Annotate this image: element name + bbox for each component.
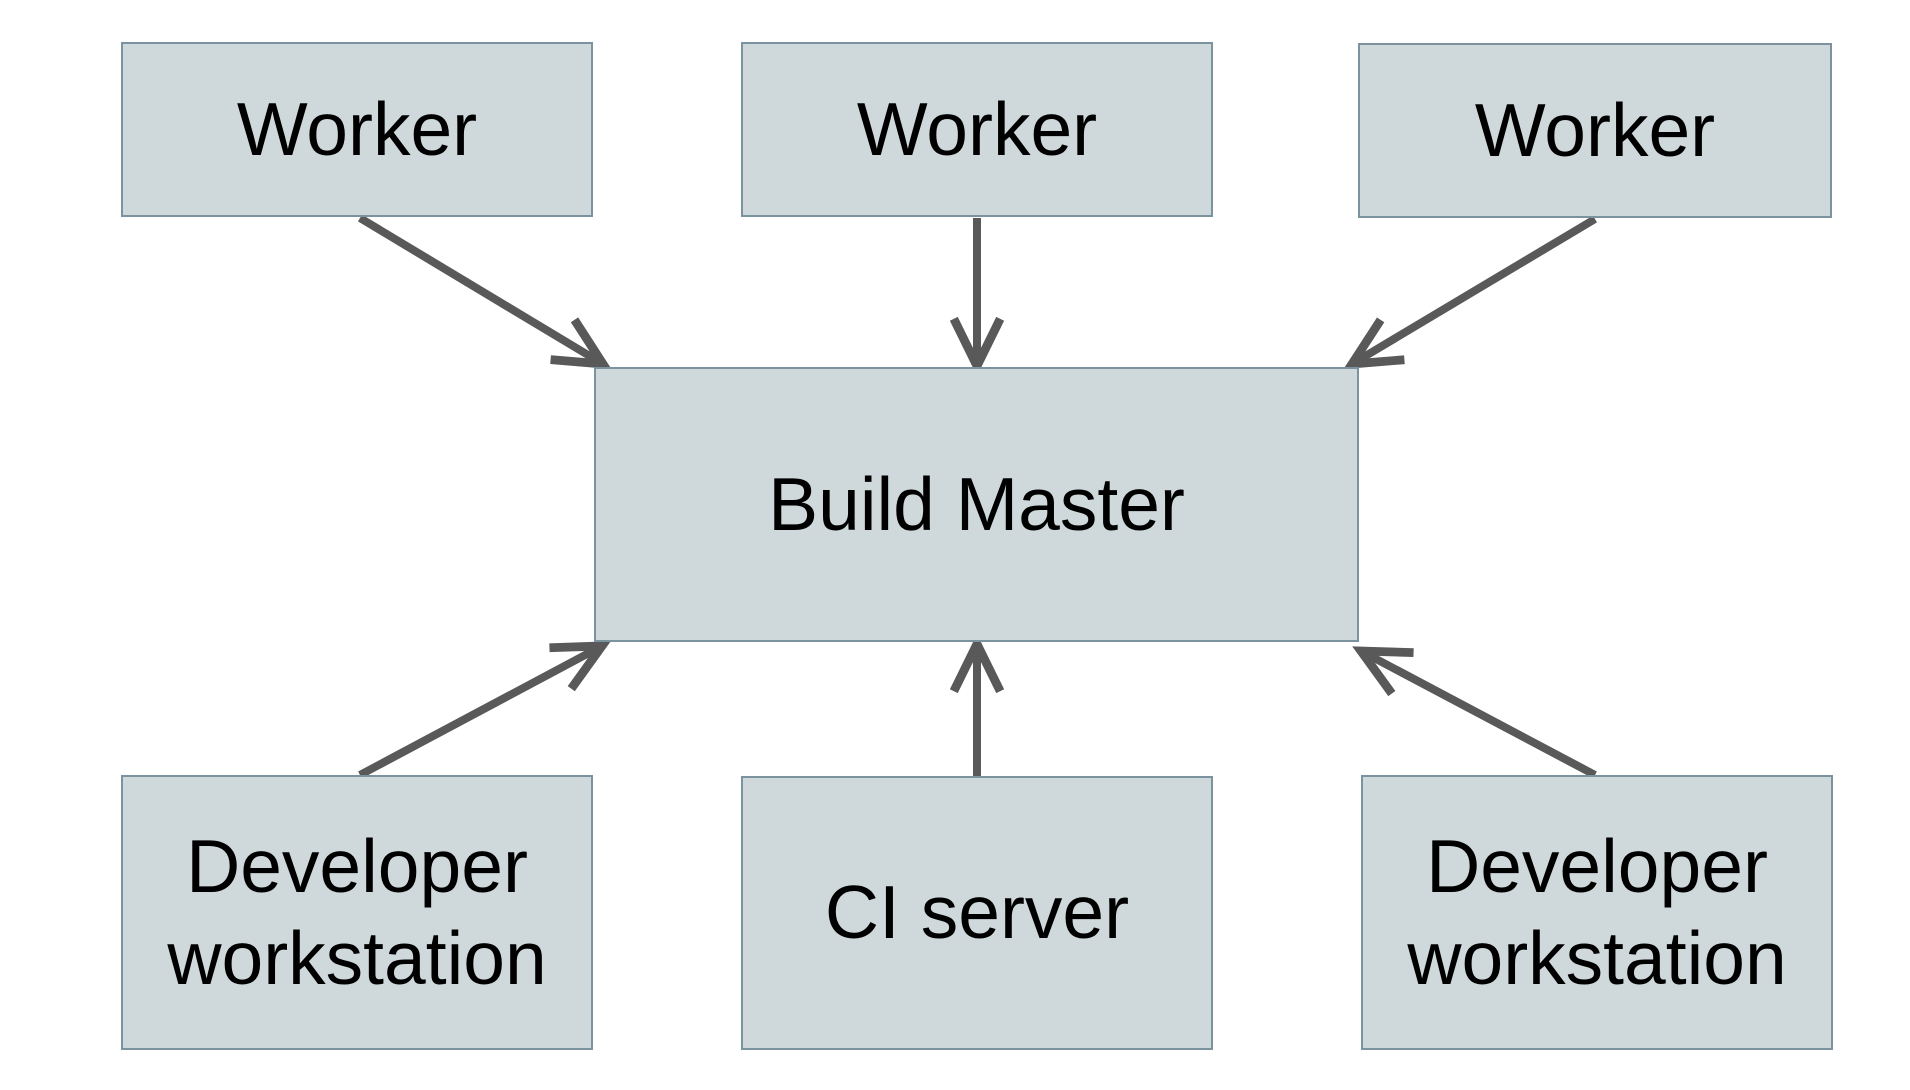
node-worker-1: Worker [121, 42, 593, 217]
arrow-worker-1-to-build-master [357, 214, 612, 370]
node-worker-3: Worker [1358, 43, 1832, 218]
node-developer-workstation-left: Developer workstation [121, 775, 593, 1050]
node-build-master-label: Build Master [768, 461, 1185, 546]
arrow-developer-workstation-right-to-build-master [1352, 646, 1597, 779]
node-developer-workstation-right-label: Developer workstation [1407, 824, 1787, 1000]
node-build-master: Build Master [594, 367, 1359, 642]
node-worker-2: Worker [741, 42, 1213, 217]
node-worker-1-label: Worker [236, 86, 478, 171]
node-developer-workstation-right: Developer workstation [1361, 775, 1833, 1050]
node-worker-3-label: Worker [1474, 87, 1716, 172]
node-worker-2-label: Worker [856, 86, 1098, 171]
node-developer-workstation-left-label: Developer workstation [167, 824, 547, 1000]
node-ci-server: CI server [741, 776, 1213, 1050]
node-ci-server-label: CI server [824, 870, 1130, 955]
arrow-developer-workstation-left-to-build-master [358, 641, 611, 779]
arrow-worker-3-to-build-master [1343, 215, 1598, 370]
